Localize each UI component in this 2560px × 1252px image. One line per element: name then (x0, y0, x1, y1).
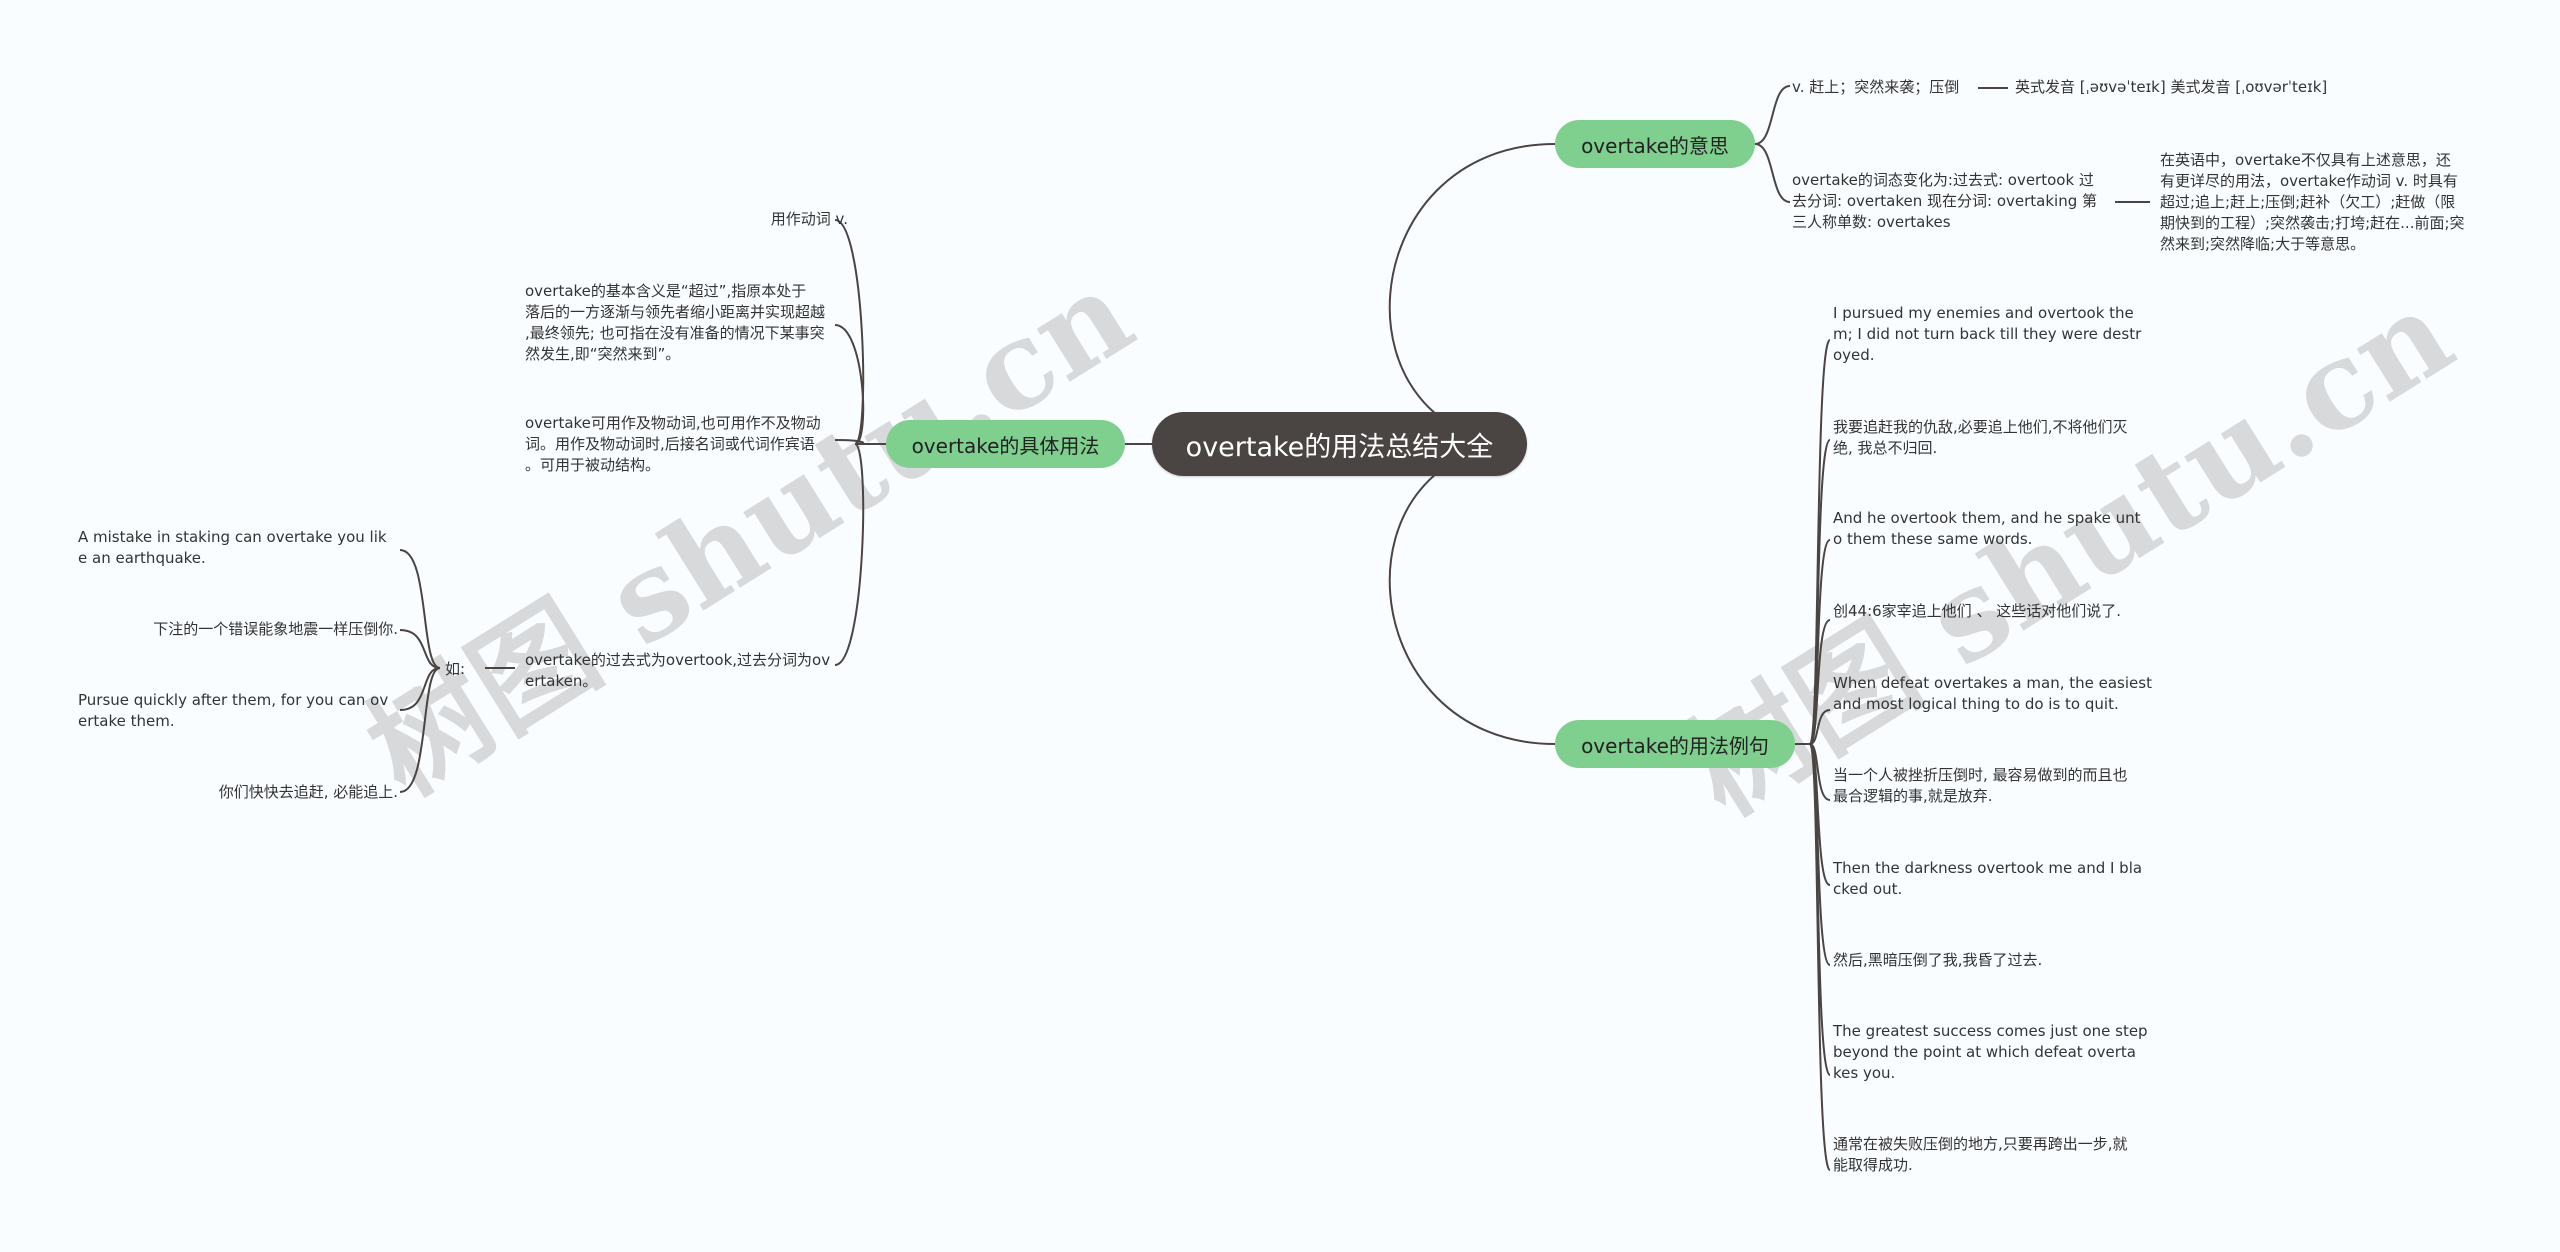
sentence-2-zh: 创44:6家宰追上他们 、 这些话对他们说了. (1833, 602, 2121, 620)
sentence-4-en: Then the darkness overtook me and I bla … (1833, 859, 2143, 898)
sentence-2-en: And he overtook them, and he spake unt o… (1833, 509, 2141, 548)
topic-meaning[interactable]: overtake的意思 (1555, 120, 1755, 168)
meaning-detail: 在英语中，overtake不仅具有上述意思，还 有更详尽的用法，overtake… (2160, 151, 2465, 253)
sentence-5-en: The greatest success comes just one step… (1833, 1022, 2148, 1082)
sentence-4-zh: 然后,黑暗压倒了我,我昏了过去. (1833, 951, 2043, 969)
sentence-3-en: When defeat overtakes a man, the easiest… (1833, 674, 2152, 713)
sentence-1-zh: 我要追赶我的仇敌,必要追上他们,不将他们灭 绝, 我总不归回. (1833, 418, 2128, 457)
usage-past-forms: overtake的过去式为overtook,过去分词为ov ertaken。 (525, 651, 831, 690)
usage-example-prefix: 如: (445, 660, 466, 678)
topic-usage[interactable]: overtake的具体用法 (886, 420, 1125, 468)
usage-example-1-en: A mistake in staking can overtake you li… (78, 528, 387, 567)
link-root-sentences (1388, 443, 1556, 745)
sentence-3-zh: 当一个人被挫折压倒时, 最容易做到的而且也 最合逻辑的事,就是放弃. (1833, 766, 2128, 805)
usage-example-2-zh: 你们快快去追赶, 必能追上. (218, 783, 398, 801)
link-root-meaning (1388, 143, 1556, 445)
meaning-definition: v. 赶上；突然来袭；压倒 (1792, 78, 1960, 96)
sentence-5-zh: 通常在被失败压倒的地方,只要再跨出一步,就 能取得成功. (1833, 1135, 2128, 1174)
sentence-1-en: I pursued my enemies and overtook the m;… (1833, 304, 2142, 364)
meaning-pronunciation: 英式发音 [ˌəʊvəˈteɪk] 美式发音 [ˌoʊvərˈteɪk] (2015, 78, 2328, 96)
usage-basic-meaning: overtake的基本含义是“超过”,指原本处于 落后的一方逐渐与领先者缩小距离… (525, 282, 826, 363)
usage-example-2-en: Pursue quickly after them, for you can o… (78, 691, 389, 730)
meaning-forms: overtake的词态变化为:过去式: overtook 过 去分词: over… (1792, 171, 2097, 231)
usage-pos: 用作动词 v. (770, 210, 848, 228)
topic-sentences[interactable]: overtake的用法例句 (1555, 720, 1795, 768)
usage-example-1-zh: 下注的一个错误能象地震一样压倒你. (153, 620, 398, 638)
root-topic[interactable]: overtake的用法总结大全 (1152, 412, 1527, 476)
usage-transitive: overtake可用作及物动词,也可用作不及物动 词。用作及物动词时,后接名词或… (525, 414, 821, 474)
